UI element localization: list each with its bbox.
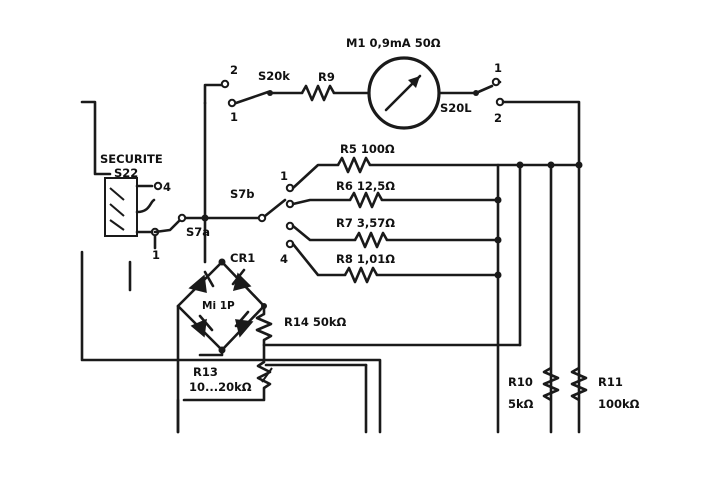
s20l-switch bbox=[473, 77, 581, 434]
bottom-leads bbox=[176, 363, 368, 434]
left-rail-wires bbox=[80, 100, 382, 434]
s22-position-4-label: 4 bbox=[163, 180, 171, 194]
s7a-label: S7a bbox=[186, 225, 210, 239]
s7b-switch bbox=[257, 163, 357, 277]
s22-label: S22 bbox=[114, 166, 138, 180]
r8-label: R8 1,01Ω bbox=[336, 252, 395, 266]
diode-bridge-cr1 bbox=[176, 258, 266, 434]
r6-label: R6 12,5Ω bbox=[336, 179, 395, 193]
r13-label: R13 bbox=[193, 365, 218, 379]
s20l-position-1-label: 1 bbox=[494, 61, 502, 75]
securite-label: SECURITE bbox=[100, 152, 163, 166]
s20l-label: S20L bbox=[440, 101, 472, 115]
s7b-label: S7b bbox=[230, 187, 255, 201]
resistor-r9 bbox=[300, 84, 370, 102]
meter-m1-label: M1 0,9mA 50Ω bbox=[346, 36, 441, 50]
bridge-label: Mi 1P bbox=[202, 300, 235, 312]
s20l-position-2-label: 2 bbox=[494, 111, 502, 125]
s20k-position-2-label: 2 bbox=[230, 63, 238, 77]
securite-switch-s22 bbox=[104, 177, 163, 250]
s22-position-1-label: 1 bbox=[152, 248, 160, 262]
r10-label: R10 bbox=[508, 375, 533, 389]
r11-value: 100kΩ bbox=[598, 397, 640, 411]
r11-label: R11 bbox=[598, 375, 623, 389]
s7a-switch bbox=[153, 101, 260, 264]
right-bus-wires bbox=[494, 161, 583, 434]
s20k-label: S20k bbox=[258, 69, 290, 83]
r9-label: R9 bbox=[318, 70, 335, 84]
resistor-r6 bbox=[348, 191, 500, 209]
s20k-switch bbox=[203, 79, 304, 108]
r13-value: 10...20kΩ bbox=[189, 380, 252, 394]
s7b-position-4-label: 4 bbox=[280, 252, 288, 266]
resistor-r11 bbox=[570, 366, 588, 402]
resistor-r10 bbox=[542, 366, 560, 402]
resistor-r5 bbox=[336, 156, 522, 174]
cr1-label: CR1 bbox=[230, 251, 255, 265]
resistor-r13 bbox=[182, 343, 273, 402]
s20k-position-1-label: 1 bbox=[230, 110, 238, 124]
r7-label: R7 3,57Ω bbox=[336, 216, 395, 230]
s7b-position-1-label: 1 bbox=[280, 169, 288, 183]
meter-m1 bbox=[367, 56, 476, 130]
r5-label: R5 100Ω bbox=[340, 142, 395, 156]
r14-label: R14 50kΩ bbox=[284, 315, 347, 329]
resistor-r7 bbox=[353, 231, 500, 249]
r10-value: 5kΩ bbox=[508, 397, 534, 411]
resistor-r8 bbox=[343, 266, 500, 284]
